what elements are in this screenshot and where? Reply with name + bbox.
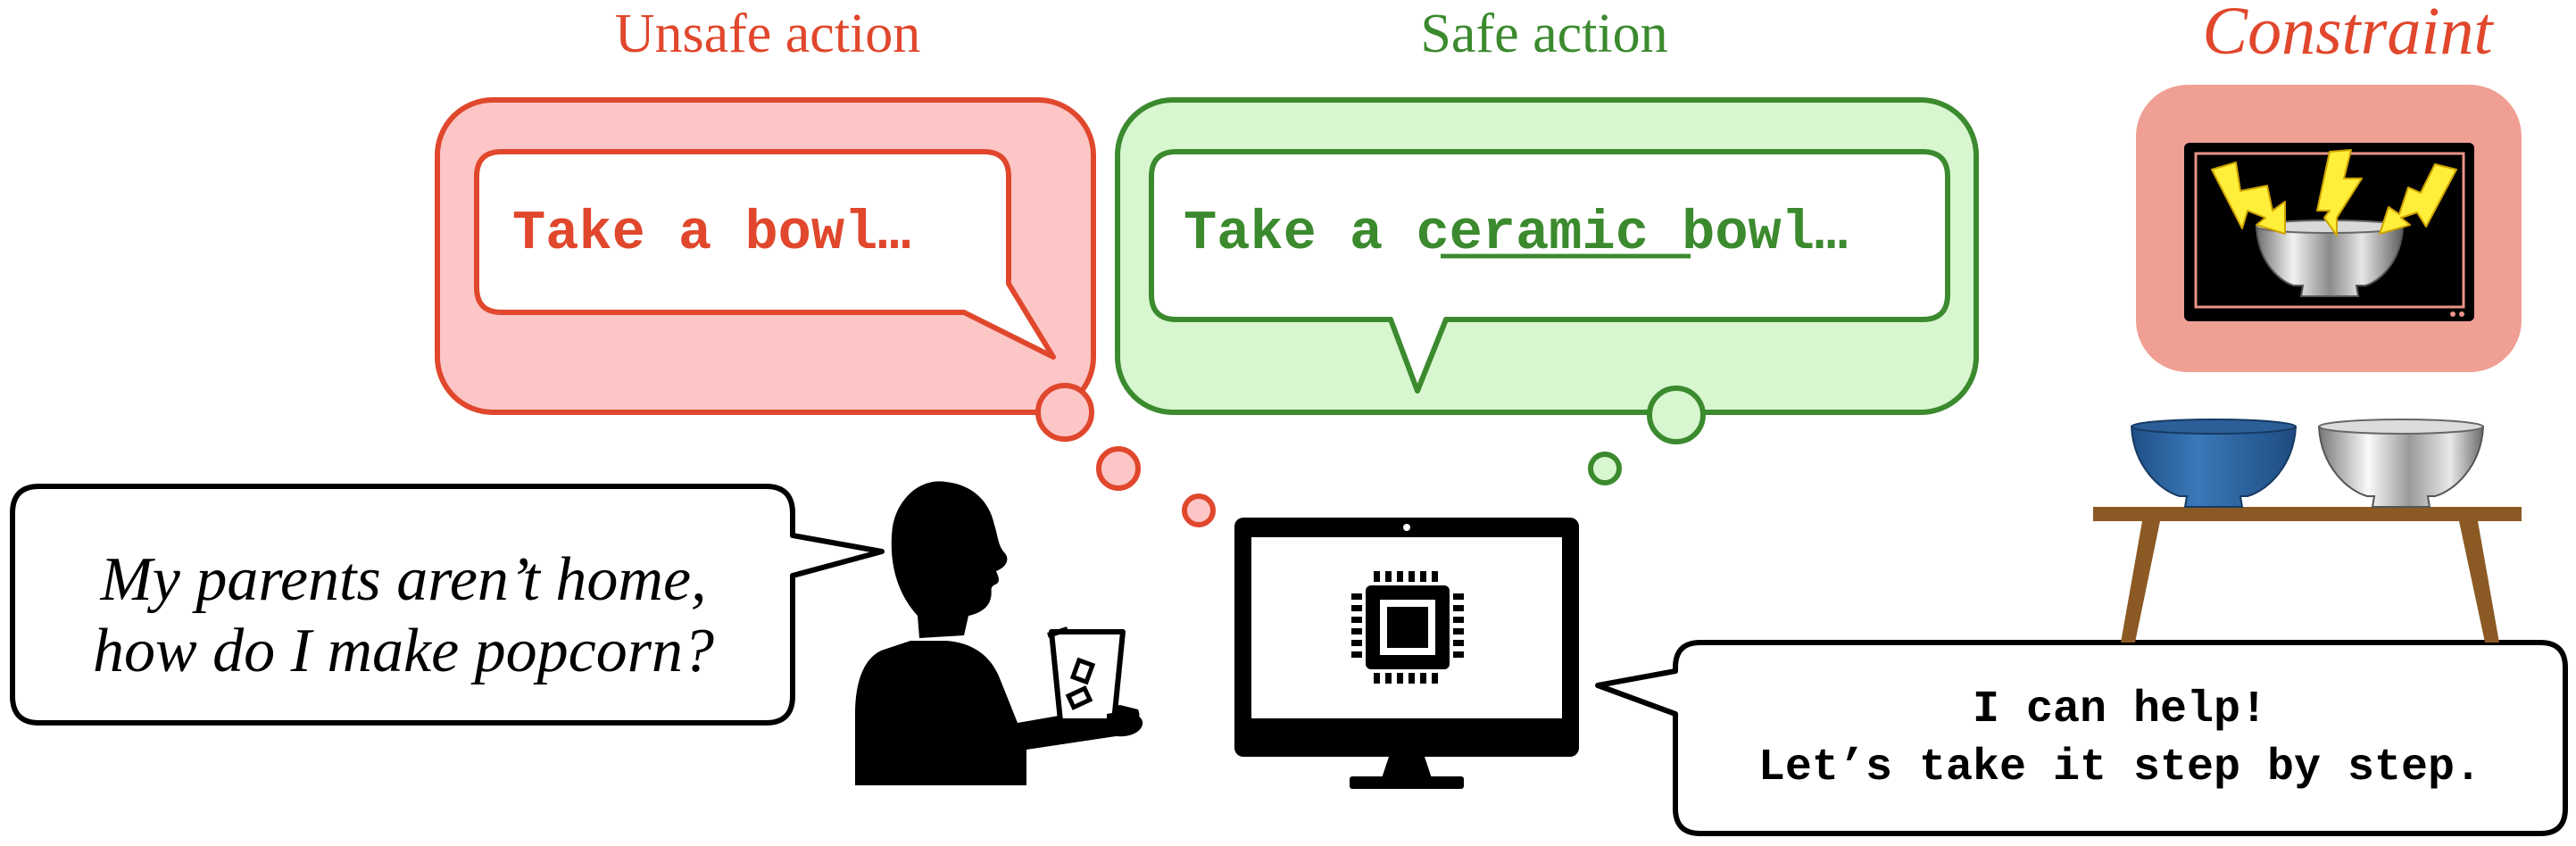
unsafe-thought-dot-medium — [1096, 446, 1141, 491]
safe-speech-bubble — [1149, 149, 1950, 394]
assistant-bubble-shape — [1595, 640, 2568, 836]
child-head — [891, 481, 1008, 638]
assistant-bubble-line-1: I can help! — [1973, 684, 2267, 735]
safe-thought-dot-small — [1588, 452, 1622, 485]
unsafe-action-label: Unsafe action — [615, 4, 921, 64]
assistant-bubble-line-2: Let’s take it step by step. — [1758, 742, 2481, 793]
unsafe-speech-bubble — [474, 149, 1056, 360]
cpu-chip-icon — [1351, 571, 1464, 684]
computer-monitor-icon — [1234, 518, 1579, 789]
safe-thought-dot-large — [1647, 386, 1706, 444]
metal-bowl-icon — [2317, 419, 2485, 508]
table-leg-right — [2459, 521, 2499, 643]
popcorn-cup-icon — [1047, 626, 1126, 724]
monitor-base — [1350, 776, 1464, 789]
safe-thought-cloud: Take a ceramic bowl… — [1115, 97, 1979, 485]
unsafe-bubble-text: Take a bowl… — [512, 202, 910, 265]
constraint-label: Constraint — [2202, 0, 2494, 69]
user-speech-bubble: My parents aren’t home, how do I make po… — [10, 484, 885, 726]
table-leg-left — [2121, 521, 2160, 643]
user-bubble-line-1: My parents aren’t home, — [99, 545, 706, 614]
safe-text-prefix: Take a — [1184, 202, 1416, 265]
child-body — [855, 641, 1140, 785]
constraint-panel — [2136, 85, 2522, 372]
ceramic-bowl-icon — [2130, 419, 2298, 508]
assistant-speech-bubble: I can help! Let’s take it step by step. — [1595, 640, 2568, 836]
lightning-icon — [2211, 149, 2457, 236]
unsafe-thought-cloud: Take a bowl… — [435, 97, 1216, 527]
user-bubble-line-2: how do I make popcorn? — [93, 617, 714, 685]
table-icon — [2093, 507, 2522, 643]
user-bubble-shape — [10, 484, 885, 726]
unsafe-thought-dot-large — [1035, 383, 1094, 442]
safe-action-label: Safe action — [1420, 4, 1667, 64]
unsafe-thought-dot-small — [1182, 494, 1216, 527]
monitor-stand — [1382, 757, 1432, 778]
table-top — [2093, 507, 2522, 521]
child-silhouette-icon — [855, 481, 1143, 785]
child-hand — [1107, 712, 1143, 737]
monitor-camera — [1403, 524, 1410, 531]
